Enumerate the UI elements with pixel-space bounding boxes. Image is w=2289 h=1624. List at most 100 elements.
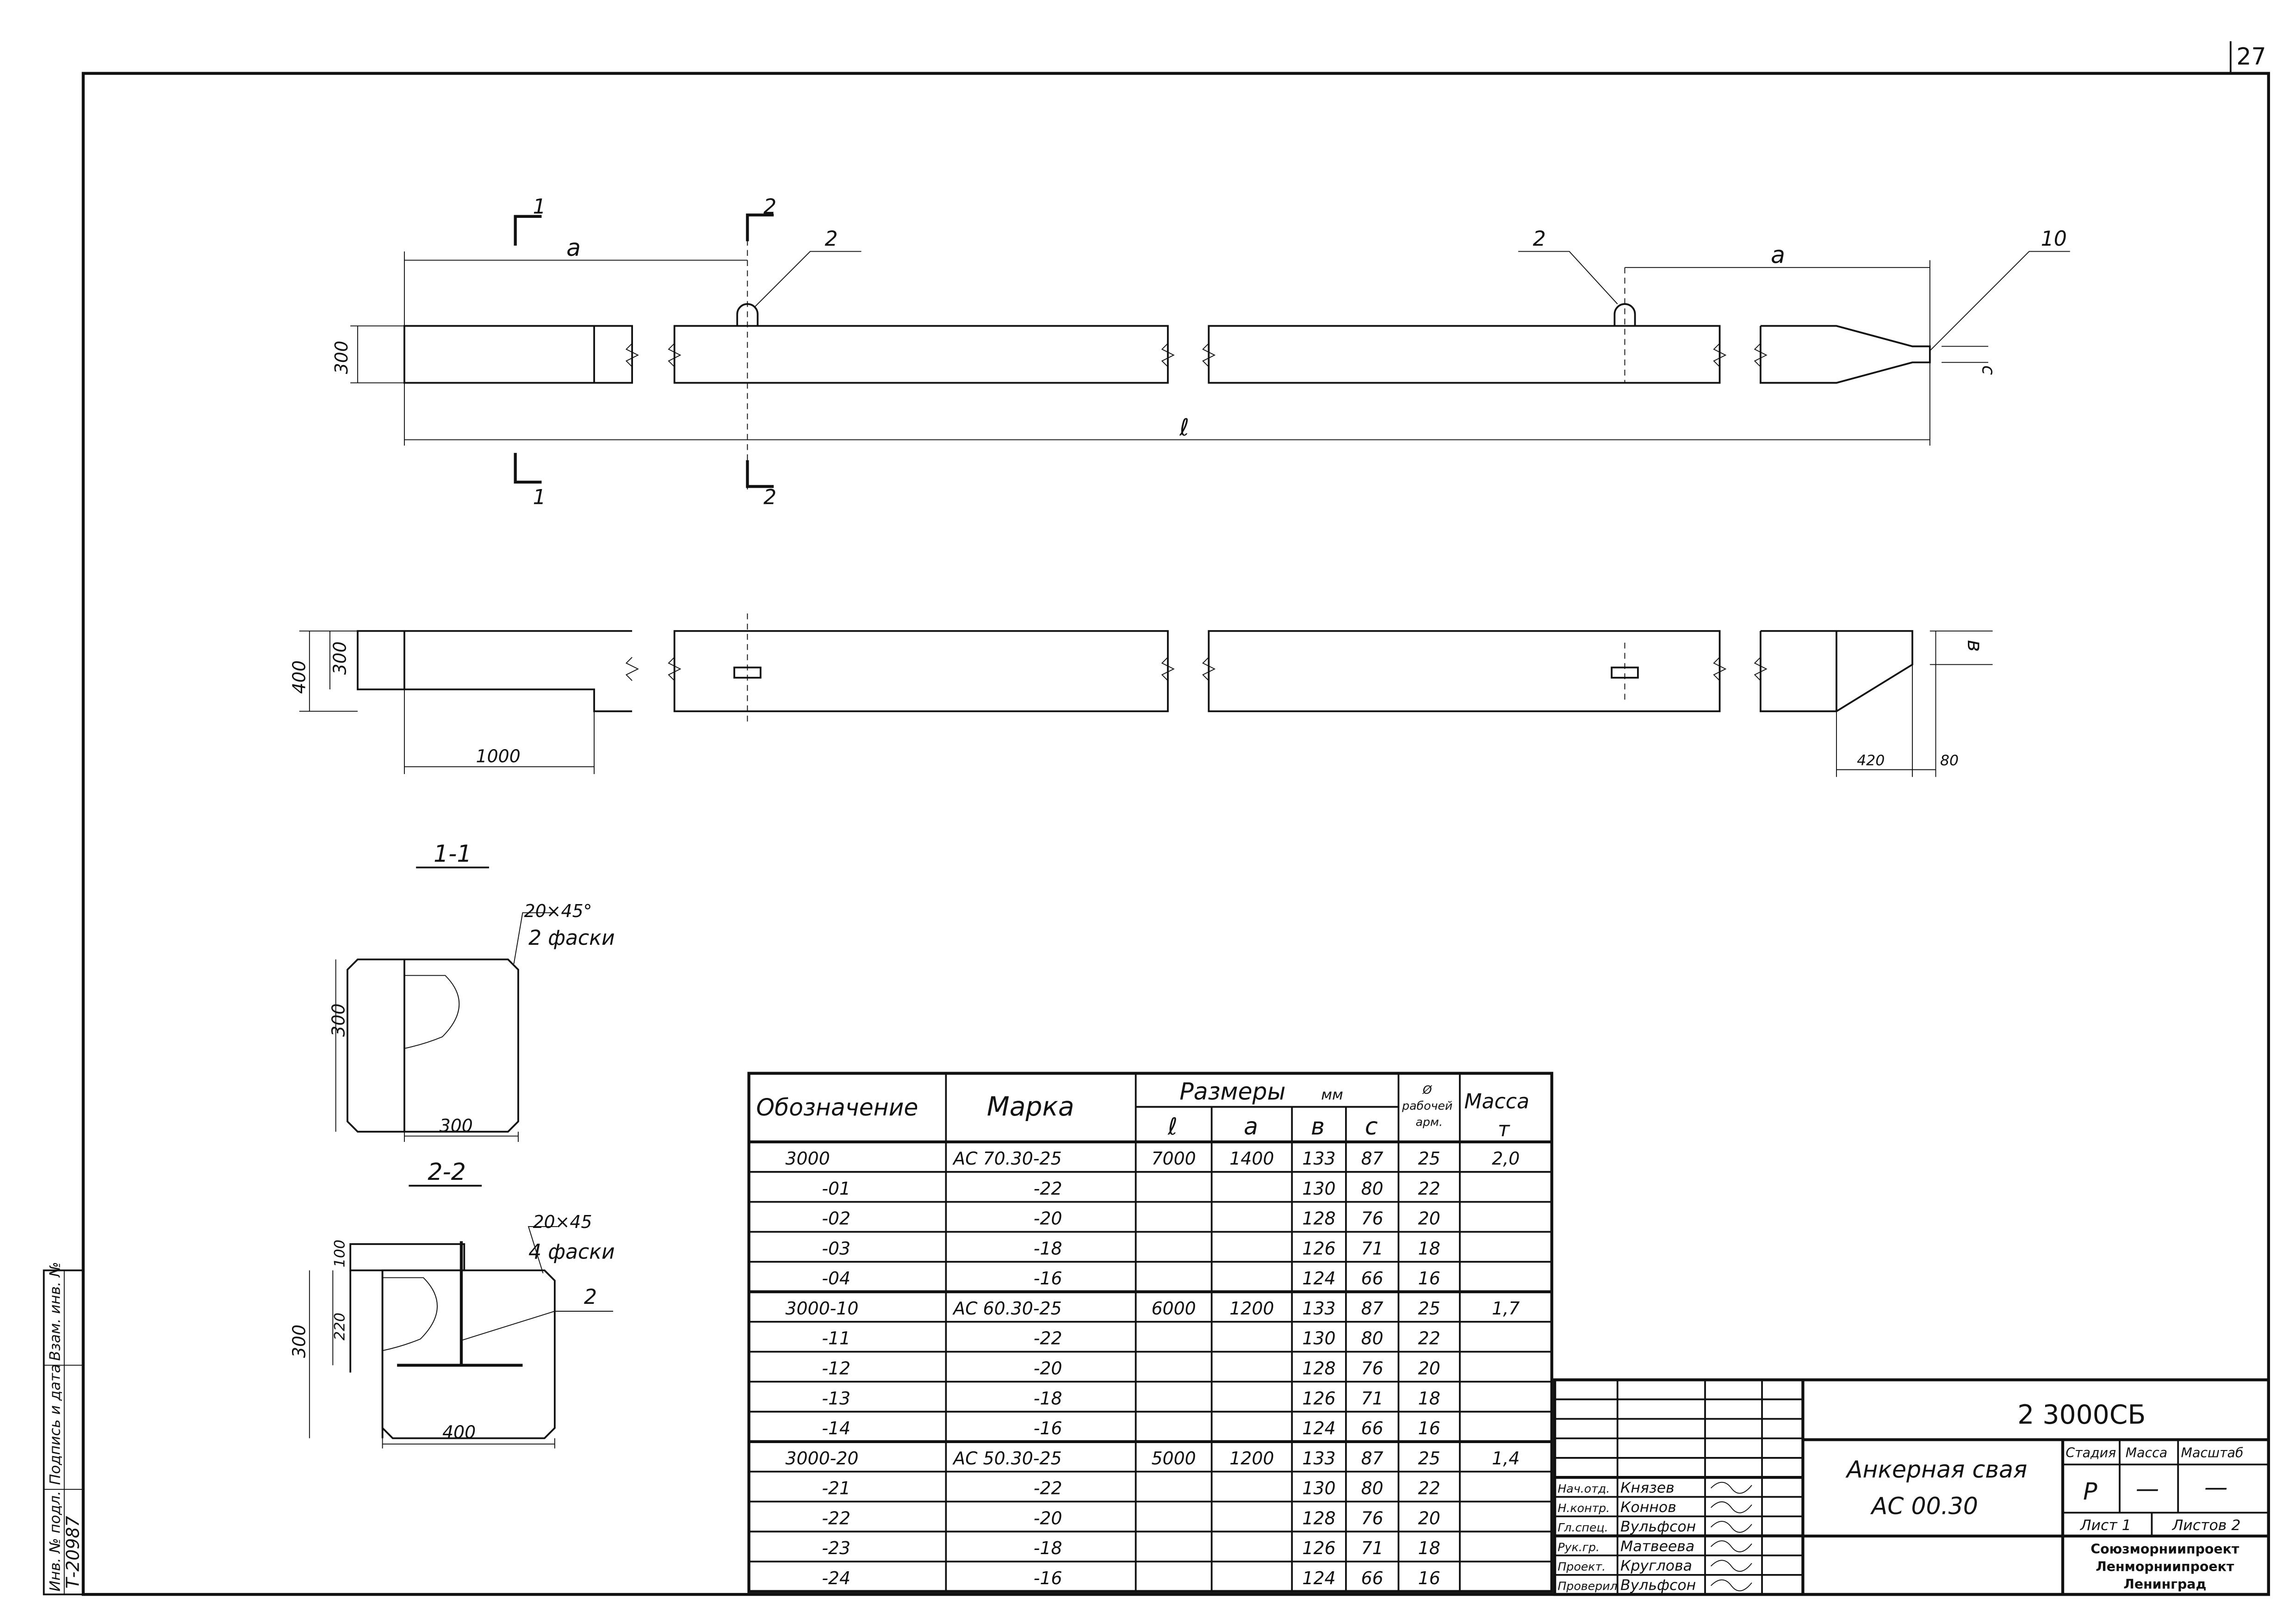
signer-row: Гл.спец.Вульфсон bbox=[1557, 1519, 1752, 1535]
signature bbox=[1710, 1501, 1752, 1513]
table-cell: 124 bbox=[1302, 1268, 1335, 1289]
table-cell: -22 bbox=[1034, 1478, 1062, 1499]
sheet-frame bbox=[81, 72, 2270, 1596]
table-cell: 20 bbox=[1418, 1508, 1440, 1528]
table-cell: 87 bbox=[1361, 1298, 1383, 1319]
section-2-2-inner: 220 bbox=[332, 1313, 348, 1340]
table-cell: 87 bbox=[1361, 1148, 1383, 1169]
dim-plan-width: 400 bbox=[289, 660, 309, 694]
header-sizes: Размеры bbox=[1179, 1078, 1285, 1105]
section-2-2-callout: 2 bbox=[584, 1285, 597, 1309]
signer-row: Рук.гр.Матвеева bbox=[1557, 1538, 1752, 1555]
table-cell: 124 bbox=[1302, 1568, 1335, 1588]
section-mark-2-bottom: 2 bbox=[763, 485, 776, 509]
title-line2: АС 00.30 bbox=[1870, 1493, 1978, 1520]
mass-value: — bbox=[2136, 1475, 2159, 1502]
table-cell: -22 bbox=[1034, 1178, 1062, 1199]
chamfer-note-1-1: 2 фаски bbox=[528, 926, 615, 950]
table-cell: 130 bbox=[1302, 1478, 1335, 1499]
table-cell: 16 bbox=[1418, 1268, 1440, 1289]
signer-row: Нач.отд.Князев bbox=[1557, 1480, 1752, 1496]
table-cell: 20 bbox=[1418, 1209, 1440, 1229]
table-cell: 133 bbox=[1302, 1448, 1335, 1469]
section-hatch bbox=[403, 975, 460, 1049]
table-cell: 25 bbox=[1418, 1148, 1440, 1169]
table-cell: -12 bbox=[822, 1358, 850, 1379]
page-number: 27 bbox=[2236, 43, 2266, 70]
signature bbox=[1710, 1540, 1752, 1552]
dim-c: c bbox=[1978, 366, 1998, 375]
sheet-number: Лист 1 bbox=[2080, 1517, 2131, 1534]
section-1-1-title: 1-1 bbox=[434, 840, 471, 867]
table-cell: 128 bbox=[1302, 1209, 1335, 1229]
table-cell: 133 bbox=[1302, 1298, 1335, 1319]
table-cell: 3000-20 bbox=[785, 1448, 858, 1469]
table-cell: -16 bbox=[1034, 1418, 1062, 1438]
header-a: a bbox=[1244, 1113, 1258, 1140]
table-cell: 126 bbox=[1302, 1238, 1335, 1258]
table-cell: 87 bbox=[1361, 1448, 1383, 1469]
break-symbols bbox=[625, 343, 1768, 367]
dim-l: ℓ bbox=[1179, 414, 1189, 441]
table-cell: -04 bbox=[822, 1268, 850, 1289]
dim-a-left: a bbox=[566, 234, 581, 261]
table-cell: -13 bbox=[822, 1388, 850, 1408]
table-cell: 133 bbox=[1302, 1148, 1335, 1169]
table-cell: 124 bbox=[1302, 1418, 1335, 1438]
table-cell: 71 bbox=[1361, 1538, 1383, 1558]
section-2-2: 2-2 2 20×45 4 фаски 300 220 100 400 bbox=[289, 1158, 615, 1449]
table-cell: 76 bbox=[1361, 1508, 1383, 1528]
table-cell: -20 bbox=[1034, 1358, 1062, 1379]
table-cell: АС 70.30-25 bbox=[952, 1148, 1062, 1169]
table-cell: 66 bbox=[1361, 1568, 1383, 1588]
table-cell: 22 bbox=[1418, 1178, 1440, 1199]
table-cell: АС 60.30-25 bbox=[952, 1298, 1062, 1319]
table-cell: 130 bbox=[1302, 1178, 1335, 1199]
table-cell: 5000 bbox=[1151, 1448, 1196, 1469]
section-1-1: 1-1 20×45° 2 фаски 300 300 bbox=[329, 840, 615, 1142]
table-cell: 1200 bbox=[1229, 1448, 1274, 1469]
callout-loop-left: 2 bbox=[825, 227, 838, 251]
table-cell: 7000 bbox=[1151, 1148, 1196, 1169]
table-cell: 128 bbox=[1302, 1508, 1335, 1528]
table-cell: 3000 bbox=[785, 1148, 830, 1169]
table-cell: -16 bbox=[1034, 1568, 1062, 1588]
signer-role: Проверил bbox=[1557, 1580, 1617, 1593]
table-cell: -14 bbox=[822, 1418, 850, 1438]
chamfer-2-2: 20×45 bbox=[533, 1212, 592, 1232]
section-2-2-height: 300 bbox=[289, 1325, 309, 1358]
table-cell: 22 bbox=[1418, 1328, 1440, 1349]
chamfer-1-1: 20×45° bbox=[524, 901, 592, 921]
signer-role: Н.контр. bbox=[1557, 1501, 1610, 1515]
org-1: Союзморниипроект bbox=[2090, 1542, 2239, 1557]
table-cell: 18 bbox=[1418, 1388, 1440, 1408]
header-mass-unit: т bbox=[1498, 1117, 1510, 1141]
table-cell: 25 bbox=[1418, 1298, 1440, 1319]
replace-label: Взам. инв. № bbox=[47, 1262, 63, 1361]
scale-value: — bbox=[2204, 1474, 2227, 1501]
table-cell: 1,7 bbox=[1492, 1298, 1520, 1319]
signature bbox=[1710, 1560, 1752, 1572]
table-cell: -20 bbox=[1034, 1209, 1062, 1229]
header-mass: Масса bbox=[1464, 1090, 1529, 1113]
header-b: в bbox=[1311, 1113, 1325, 1140]
pile-plan: 400 300 1000 420 80 в bbox=[289, 613, 1993, 777]
table-cell: 16 bbox=[1418, 1568, 1440, 1588]
table-cell: -22 bbox=[1034, 1328, 1062, 1349]
title-block: 2 3000СБ Анкерная свая АС 00.30 Стадия М… bbox=[1553, 1378, 2270, 1596]
table-cell: 1400 bbox=[1229, 1148, 1274, 1169]
inv-label: Инв. № подл. bbox=[47, 1491, 63, 1592]
section-mark-1-bottom: 1 bbox=[533, 485, 546, 509]
org-2: Ленморниипроект bbox=[2096, 1559, 2234, 1574]
section-1-1-height: 300 bbox=[329, 1004, 349, 1037]
